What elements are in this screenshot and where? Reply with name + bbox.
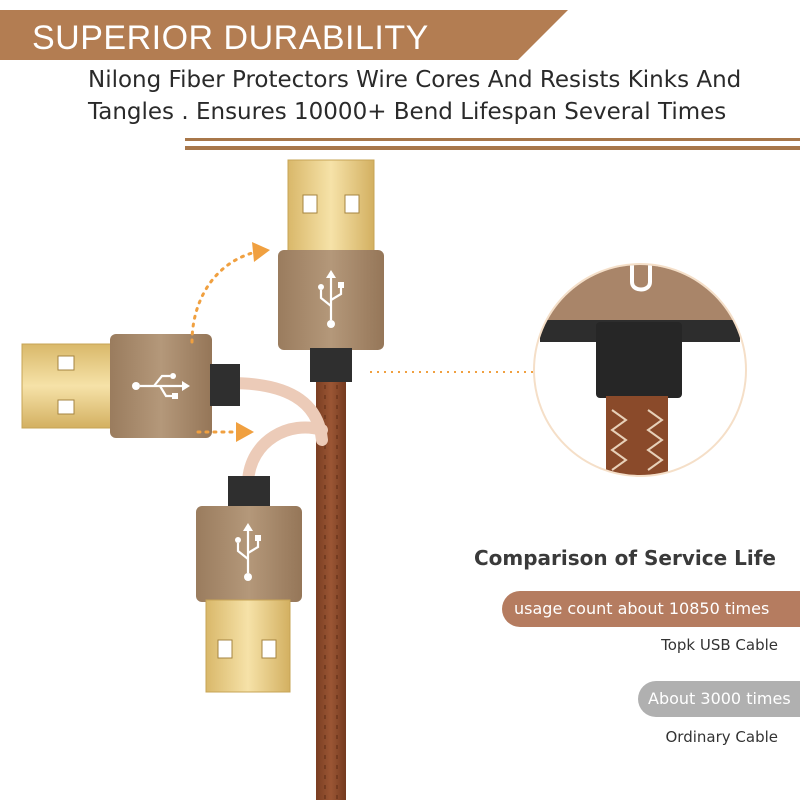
ordinary-cable-label: Ordinary Cable: [665, 728, 779, 746]
bend-ghost-lower: [242, 421, 328, 488]
usb-connector-top: [278, 159, 384, 382]
comparison-title: Comparison of Service Life: [473, 546, 776, 570]
usb-icon: [132, 373, 190, 399]
subtitle-text: Nilong Fiber Protectors Wire Cores And R…: [88, 67, 742, 125]
topk-cable-label: Topk USB Cable: [661, 636, 778, 654]
main-cable: [316, 380, 346, 800]
banner-title: SUPERIOR DURABILITY: [32, 19, 429, 57]
rotation-arrow-up: [190, 250, 258, 344]
title-banner: SUPERIOR DURABILITY: [0, 10, 568, 60]
ordinary-usage-bar: About 3000 times: [638, 681, 800, 717]
usb-icon: [318, 270, 344, 328]
topk-usage-bar: usage count about 10850 times: [502, 591, 800, 627]
divider-line-top: [185, 138, 800, 141]
divider-line-bottom: [185, 146, 800, 150]
usb-connector-left: [21, 334, 240, 438]
arrow-head-icon: [236, 422, 254, 442]
banner-shape: [0, 10, 568, 60]
usb-icon: [235, 523, 261, 581]
cable-illustration: [21, 159, 747, 800]
arrow-head-icon: [252, 242, 270, 262]
zoom-detail: [533, 263, 747, 477]
usb-connector-bottom: [196, 476, 302, 693]
